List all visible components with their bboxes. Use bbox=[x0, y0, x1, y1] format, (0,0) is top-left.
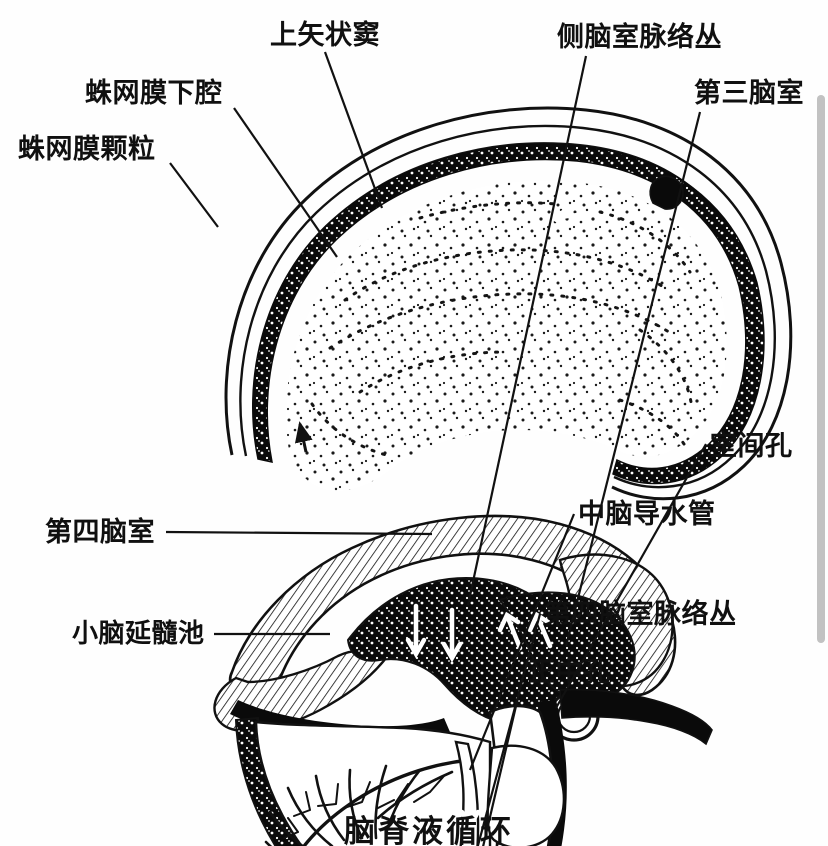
leader-lines bbox=[165, 51, 707, 846]
vertical-scrollbar-thumb[interactable] bbox=[817, 95, 825, 643]
label-fourth-ventricle-choroid-plexus: 第四脑室脉络丛 bbox=[544, 599, 737, 629]
label-interventricular-foramen: 室间孔 bbox=[710, 431, 793, 461]
label-superior-sagittal-sinus: 上矢状窦 bbox=[270, 20, 380, 50]
label-third-ventricle: 第三脑室 bbox=[694, 78, 804, 108]
vertical-scrollbar-track[interactable] bbox=[814, 0, 828, 846]
arbor-vitae bbox=[264, 758, 472, 846]
label-fourth-ventricle: 第四脑室 bbox=[45, 517, 155, 547]
label-cisterna-magna: 小脑延髓池 bbox=[72, 619, 205, 648]
label-cerebral-aqueduct: 中脑导水管 bbox=[578, 499, 716, 529]
figure-caption: 脑脊液循环 bbox=[344, 814, 514, 846]
cortical-sulci bbox=[310, 201, 694, 458]
csf-flow-arrows-ventricle bbox=[405, 603, 553, 663]
csf-flow-arrows-subarachnoid bbox=[294, 208, 597, 453]
label-subarachnoid-space: 蛛网膜下腔 bbox=[85, 78, 223, 108]
csf-flow-arrows-fourth bbox=[459, 783, 481, 831]
label-lateral-ventricle-choroid-plexus: 侧脑室脉络丛 bbox=[557, 22, 722, 52]
label-arachnoid-granulations: 蛛网膜颗粒 bbox=[18, 134, 156, 164]
label-median-aperture: 正中孔 bbox=[528, 657, 611, 687]
